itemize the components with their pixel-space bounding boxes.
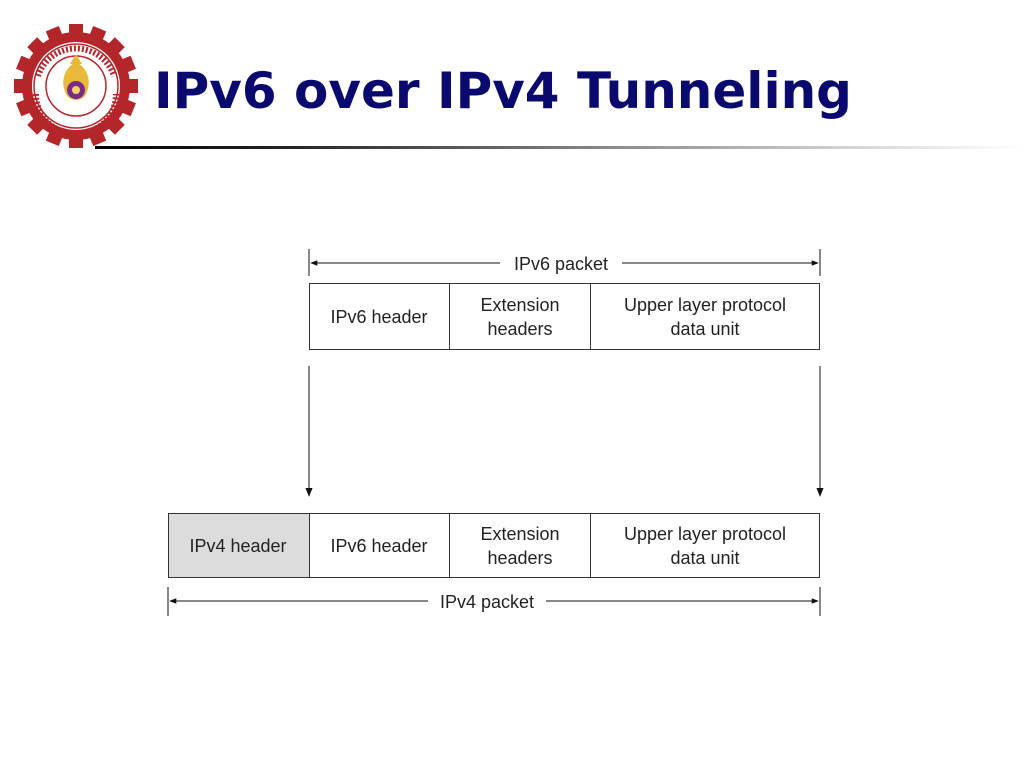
ipv4-packet-label: IPv4 packet <box>440 592 534 612</box>
ipv6-field-label-line2: headers <box>487 319 552 339</box>
ipv4-field-label: IPv6 header <box>330 536 427 556</box>
ipv6-field-label: Extension <box>480 295 559 315</box>
ipv4-field-label: Upper layer protocol <box>624 524 786 544</box>
ipv4-packet: IPv4 header IPv6 header Extension header… <box>168 513 820 578</box>
ipv6-field-label: IPv6 header <box>330 307 427 327</box>
ipv4-packet-dimension: IPv4 packet <box>167 587 821 616</box>
encapsulation-arrows <box>305 366 824 497</box>
ipv4-field-ipv6-header <box>309 513 450 578</box>
title-underline <box>95 146 1024 149</box>
emblem-icon <box>63 54 89 100</box>
ipv4-field-label: Extension <box>480 524 559 544</box>
ipv6-field-label-line2: data unit <box>670 319 739 339</box>
slide-title: IPv6 over IPv4 Tunneling <box>154 62 852 120</box>
ipv4-field-label-line2: data unit <box>670 548 739 568</box>
ipv6-field-label: Upper layer protocol <box>624 295 786 315</box>
ipv6-field-ipv6-header <box>309 283 450 350</box>
ipv4-field-extension-headers <box>449 513 591 578</box>
ipv4-field-upper-layer-pdu <box>590 513 820 578</box>
logo-ring-text <box>33 45 119 137</box>
college-logo <box>14 24 138 148</box>
ipv6-packet: IPv6 header Extension headers Upper laye… <box>309 283 820 350</box>
ipv6-field-upper-layer-pdu <box>590 283 820 350</box>
ipv6-packet-dimension: IPv6 packet <box>308 249 821 276</box>
ipv4-field-label-line2: headers <box>487 548 552 568</box>
ipv4-field-ipv4-header <box>168 513 310 578</box>
ipv6-field-extension-headers <box>449 283 591 350</box>
ipv6-packet-label: IPv6 packet <box>514 254 608 274</box>
ipv4-field-label: IPv4 header <box>189 536 286 556</box>
